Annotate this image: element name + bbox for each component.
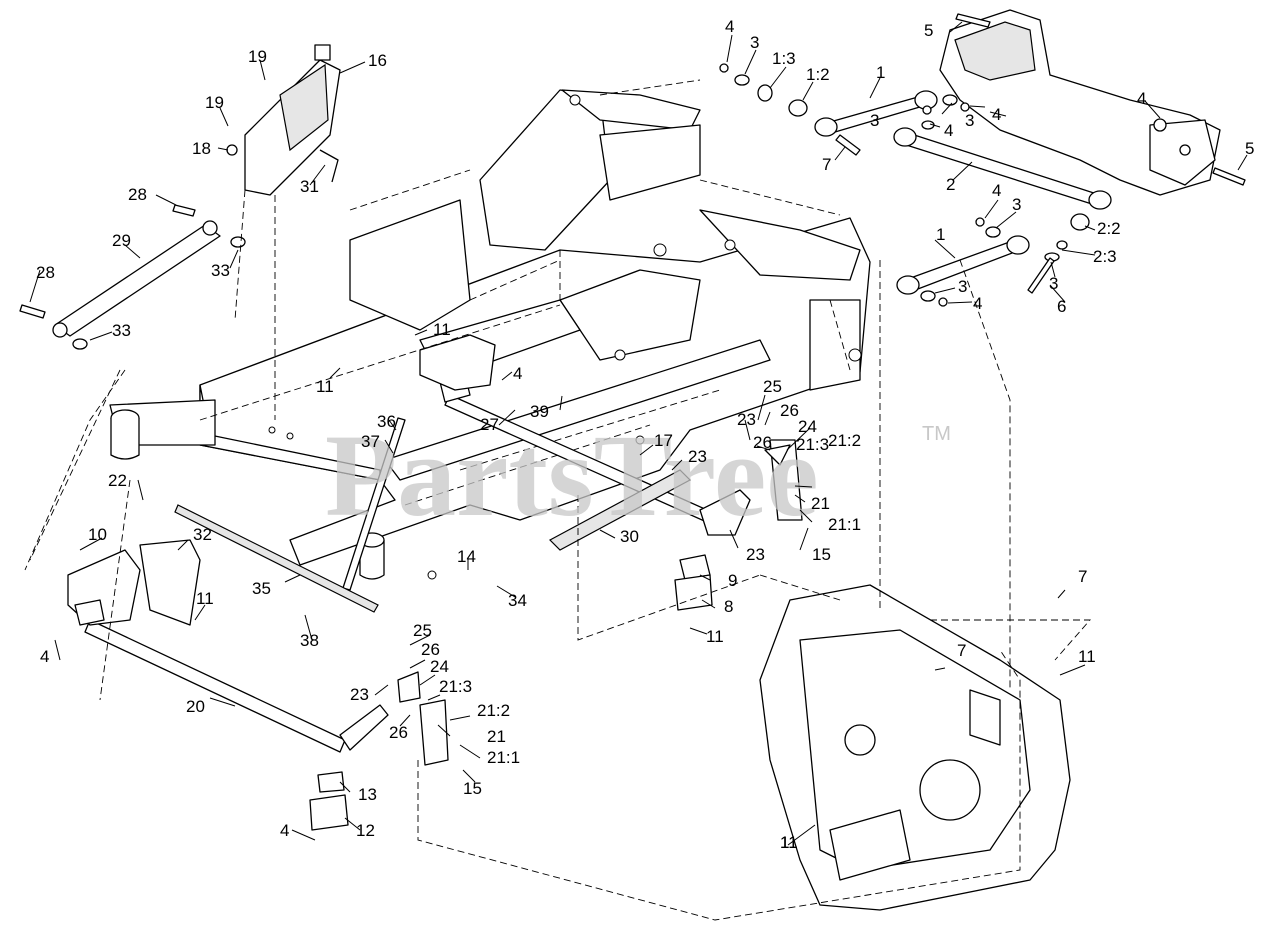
callout-4i: 4 — [280, 821, 289, 840]
callout-18: 18 — [192, 139, 211, 158]
callout-33a: 33 — [211, 261, 230, 280]
callout-26c: 26 — [421, 640, 440, 659]
callout-32: 32 — [193, 525, 212, 544]
callout-30: 30 — [620, 527, 639, 546]
callout-15a: 15 — [812, 545, 831, 564]
watermark-text: PartsTree — [325, 410, 819, 541]
callout-21-2b: 21:2 — [477, 701, 510, 720]
callout-21a: 21 — [811, 494, 830, 513]
callout-26d: 26 — [389, 723, 408, 742]
callout-21-3a: 21:3 — [796, 435, 829, 454]
callout-4g: 4 — [513, 364, 522, 383]
callout-4d: 4 — [992, 105, 1001, 124]
callout-3b: 3 — [870, 111, 879, 130]
callout-3c: 3 — [965, 111, 974, 130]
callout-15b: 15 — [463, 779, 482, 798]
callout-4a: 4 — [725, 17, 734, 36]
callout-22: 22 — [108, 471, 127, 490]
callout-24a: 24 — [798, 417, 817, 436]
callout-28a: 28 — [128, 185, 147, 204]
front-lift-arm — [67, 479, 389, 753]
callout-9: 9 — [728, 571, 737, 590]
callout-37: 37 — [361, 432, 380, 451]
callout-11d: 11 — [1078, 647, 1096, 666]
callout-3f: 3 — [958, 277, 967, 296]
callout-1b: 1 — [936, 225, 945, 244]
watermark-trademark: TM — [922, 423, 951, 445]
callout-23a: 23 — [737, 410, 756, 429]
callout-10: 10 — [88, 525, 107, 544]
hoc-brackets — [309, 439, 803, 831]
callout-19a: 19 — [248, 47, 267, 66]
callout-21-2a: 21:2 — [828, 431, 861, 450]
callout-3d: 3 — [1012, 195, 1021, 214]
callout-21-1a: 21:1 — [828, 515, 861, 534]
watermark: PartsTree TM — [325, 410, 951, 541]
callout-24b: 24 — [430, 657, 449, 676]
callout-13: 13 — [358, 785, 377, 804]
callout-4b: 4 — [1137, 89, 1146, 108]
axle-carriage — [939, 9, 1221, 196]
callout-4h: 4 — [40, 647, 49, 666]
callout-12: 12 — [356, 821, 375, 840]
callout-1-2: 1:2 — [806, 65, 830, 84]
callout-27: 27 — [480, 415, 499, 434]
callout-31: 31 — [300, 177, 319, 196]
callout-28b: 28 — [36, 263, 55, 282]
lever-bracket — [19, 44, 341, 561]
callout-20: 20 — [186, 697, 205, 716]
callout-11c: 11 — [706, 627, 724, 646]
callout-11f: 11 — [780, 833, 798, 852]
callout-19b: 19 — [205, 93, 224, 112]
rear-lift-shaft — [342, 334, 751, 591]
callout-4e: 4 — [992, 181, 1001, 200]
callout-25b: 25 — [413, 621, 432, 640]
callout-16: 16 — [368, 51, 387, 70]
callout-2-2: 2:2 — [1097, 219, 1121, 238]
callout-26b: 26 — [753, 433, 772, 452]
callout-21b: 21 — [487, 727, 506, 746]
callout-7b: 7 — [1078, 567, 1087, 586]
callout-23c: 23 — [746, 545, 765, 564]
callout-11g: 11 — [780, 833, 798, 852]
callout-7c: 7 — [957, 641, 966, 660]
callout-2-3: 2:3 — [1093, 247, 1117, 266]
callout-leaders — [29, 21, 1248, 846]
callout-38: 38 — [300, 631, 319, 650]
main-frame — [109, 79, 871, 580]
callout-3e: 3 — [1049, 274, 1058, 293]
callout-1-3: 1:3 — [772, 49, 796, 68]
callout-23b: 23 — [688, 447, 707, 466]
mower-deck — [759, 584, 1071, 911]
callout-26a: 26 — [780, 401, 799, 420]
callout-1a: 1 — [876, 63, 885, 82]
callout-23d: 23 — [350, 685, 369, 704]
callout-14: 14 — [457, 547, 476, 566]
callout-11b: 11 — [316, 377, 334, 396]
callout-21-1b: 21:1 — [487, 748, 520, 767]
callout-2: 2 — [946, 175, 955, 194]
callout-25a: 25 — [763, 377, 782, 396]
callout-36: 36 — [377, 412, 396, 431]
callout-6: 6 — [1057, 297, 1066, 316]
callout-11e: 11 — [196, 589, 214, 608]
callout-5b: 5 — [1245, 139, 1254, 158]
callout-34: 34 — [508, 591, 527, 610]
callout-11a: 11 — [433, 320, 451, 339]
callout-17: 17 — [654, 431, 673, 450]
callout-8: 8 — [724, 597, 733, 616]
callout-35: 35 — [252, 579, 271, 598]
callout-21-3b: 21:3 — [439, 677, 472, 696]
assembly-dash-lines — [24, 259, 1091, 921]
callout-39: 39 — [530, 402, 549, 421]
callout-29: 29 — [112, 231, 131, 250]
callout-5a: 5 — [924, 21, 933, 40]
callout-3a: 3 — [750, 33, 759, 52]
callout-7a: 7 — [822, 155, 831, 174]
callout-33b: 33 — [112, 321, 131, 340]
callout-4c: 4 — [944, 121, 953, 140]
callout-4f: 4 — [973, 294, 982, 313]
